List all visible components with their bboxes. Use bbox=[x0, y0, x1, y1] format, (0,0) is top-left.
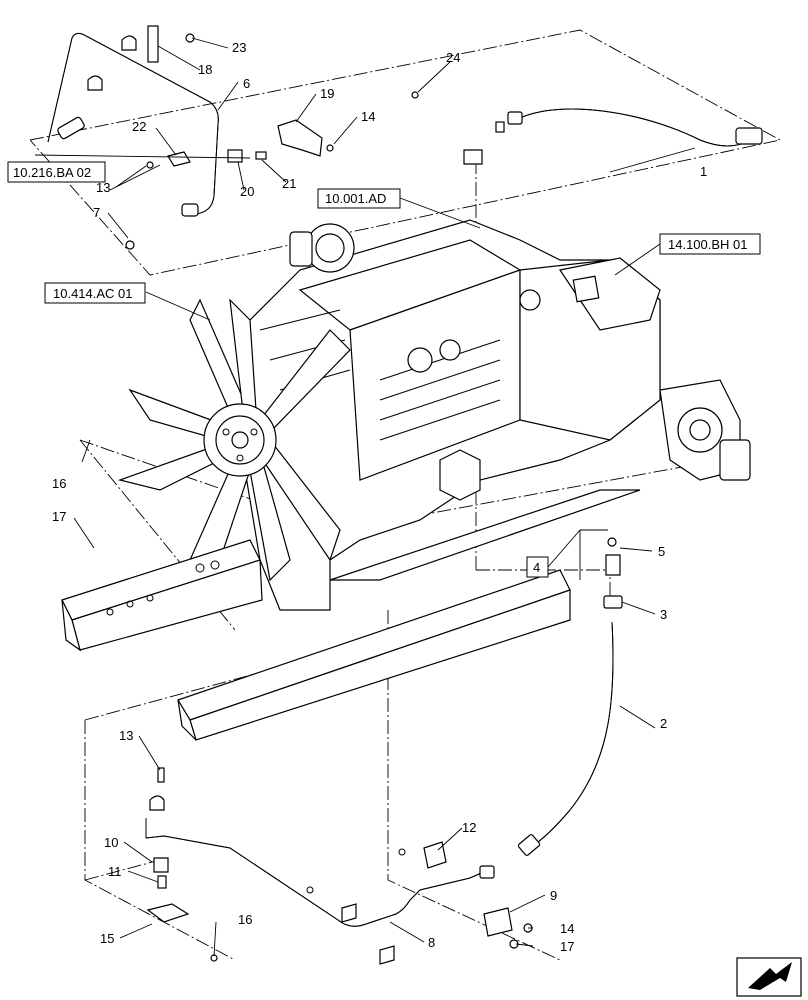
frame-rails bbox=[61, 489, 641, 741]
callout-15: 15 bbox=[100, 931, 114, 946]
callout-18: 18 bbox=[198, 62, 212, 77]
callout-21: 21 bbox=[282, 176, 296, 191]
tube-assembly-6 bbox=[34, 25, 419, 250]
reference-10-216-BA-02: 10.216.BA 02 bbox=[13, 165, 91, 180]
callout-9: 9 bbox=[550, 888, 557, 903]
callout-14-upper: 14 bbox=[361, 109, 375, 124]
callout-19: 19 bbox=[320, 86, 334, 101]
callout-17-upper: 17 bbox=[52, 509, 66, 524]
direction-arrow-icon bbox=[736, 957, 802, 997]
callout-2: 2 bbox=[660, 716, 667, 731]
tube-assembly-8 bbox=[145, 767, 533, 965]
reference-10-001-AD: 10.001.AD bbox=[325, 191, 386, 206]
hose-2 bbox=[517, 537, 623, 856]
engine bbox=[239, 219, 751, 611]
callout-13-lower: 13 bbox=[119, 728, 133, 743]
callout-labels: 1 2 3 5 6 7 8 9 10 11 12 13 13 14 14 15 … bbox=[52, 40, 707, 954]
reference-14-100-BH-01: 14.100.BH 01 bbox=[668, 237, 748, 252]
callout-16-lower: 16 bbox=[238, 912, 252, 927]
leader-lines bbox=[73, 37, 696, 957]
reference-4: 4 bbox=[533, 560, 540, 575]
callout-24: 24 bbox=[446, 50, 460, 65]
callout-10: 10 bbox=[104, 835, 118, 850]
callout-20: 20 bbox=[240, 184, 254, 199]
callout-17-lower: 17 bbox=[560, 939, 574, 954]
callout-13-upper: 13 bbox=[96, 180, 110, 195]
callout-11: 11 bbox=[108, 864, 122, 879]
reference-10-414-AC-01: 10.414.AC 01 bbox=[53, 286, 133, 301]
fan bbox=[117, 298, 351, 582]
callout-7: 7 bbox=[93, 205, 100, 220]
callout-3: 3 bbox=[660, 607, 667, 622]
callout-23: 23 bbox=[232, 40, 246, 55]
callout-1: 1 bbox=[700, 164, 707, 179]
reference-boxes: 10.216.BA 02 10.001.AD 14.100.BH 01 10.4… bbox=[7, 161, 761, 578]
callout-12: 12 bbox=[462, 820, 476, 835]
callout-14-lower: 14 bbox=[560, 921, 574, 936]
callout-5: 5 bbox=[658, 544, 665, 559]
callout-6: 6 bbox=[243, 76, 250, 91]
callout-16-upper: 16 bbox=[52, 476, 66, 491]
callout-8: 8 bbox=[428, 935, 435, 950]
callout-22: 22 bbox=[132, 119, 146, 134]
hose-1 bbox=[463, 108, 763, 165]
